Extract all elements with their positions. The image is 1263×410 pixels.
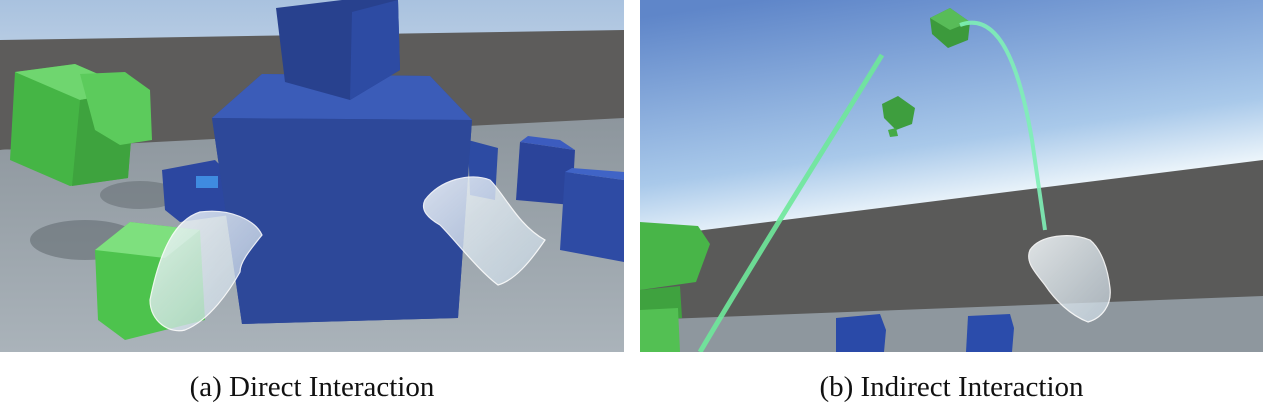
panel-caption: (a) Direct Interaction [189,371,435,403]
blue-cube [560,168,624,262]
blue-cube [516,136,575,205]
blue-cube [836,314,886,352]
green-cube [888,128,898,137]
pointing-ray [697,53,885,352]
green-cube [882,96,915,130]
right-hand [1028,235,1111,323]
blue-cube [966,314,1014,352]
large-blue-cube [212,74,472,324]
left-hand [149,210,263,332]
ground-plane [640,296,1263,352]
green-cube [80,72,152,145]
panel-direct-interaction [0,0,624,352]
direct-interaction-scene [0,0,624,352]
green-cube-stack [640,222,710,352]
blue-cube [162,160,230,222]
shadow [100,181,180,209]
stacked-blue-cube [276,0,400,100]
curved-selection-ray [959,20,1047,231]
right-hand [422,176,546,286]
indirect-interaction-scene [640,0,1263,352]
panel-caption: (b) Indirect Interaction [819,371,1084,403]
panel-indirect-interaction [640,0,1263,352]
